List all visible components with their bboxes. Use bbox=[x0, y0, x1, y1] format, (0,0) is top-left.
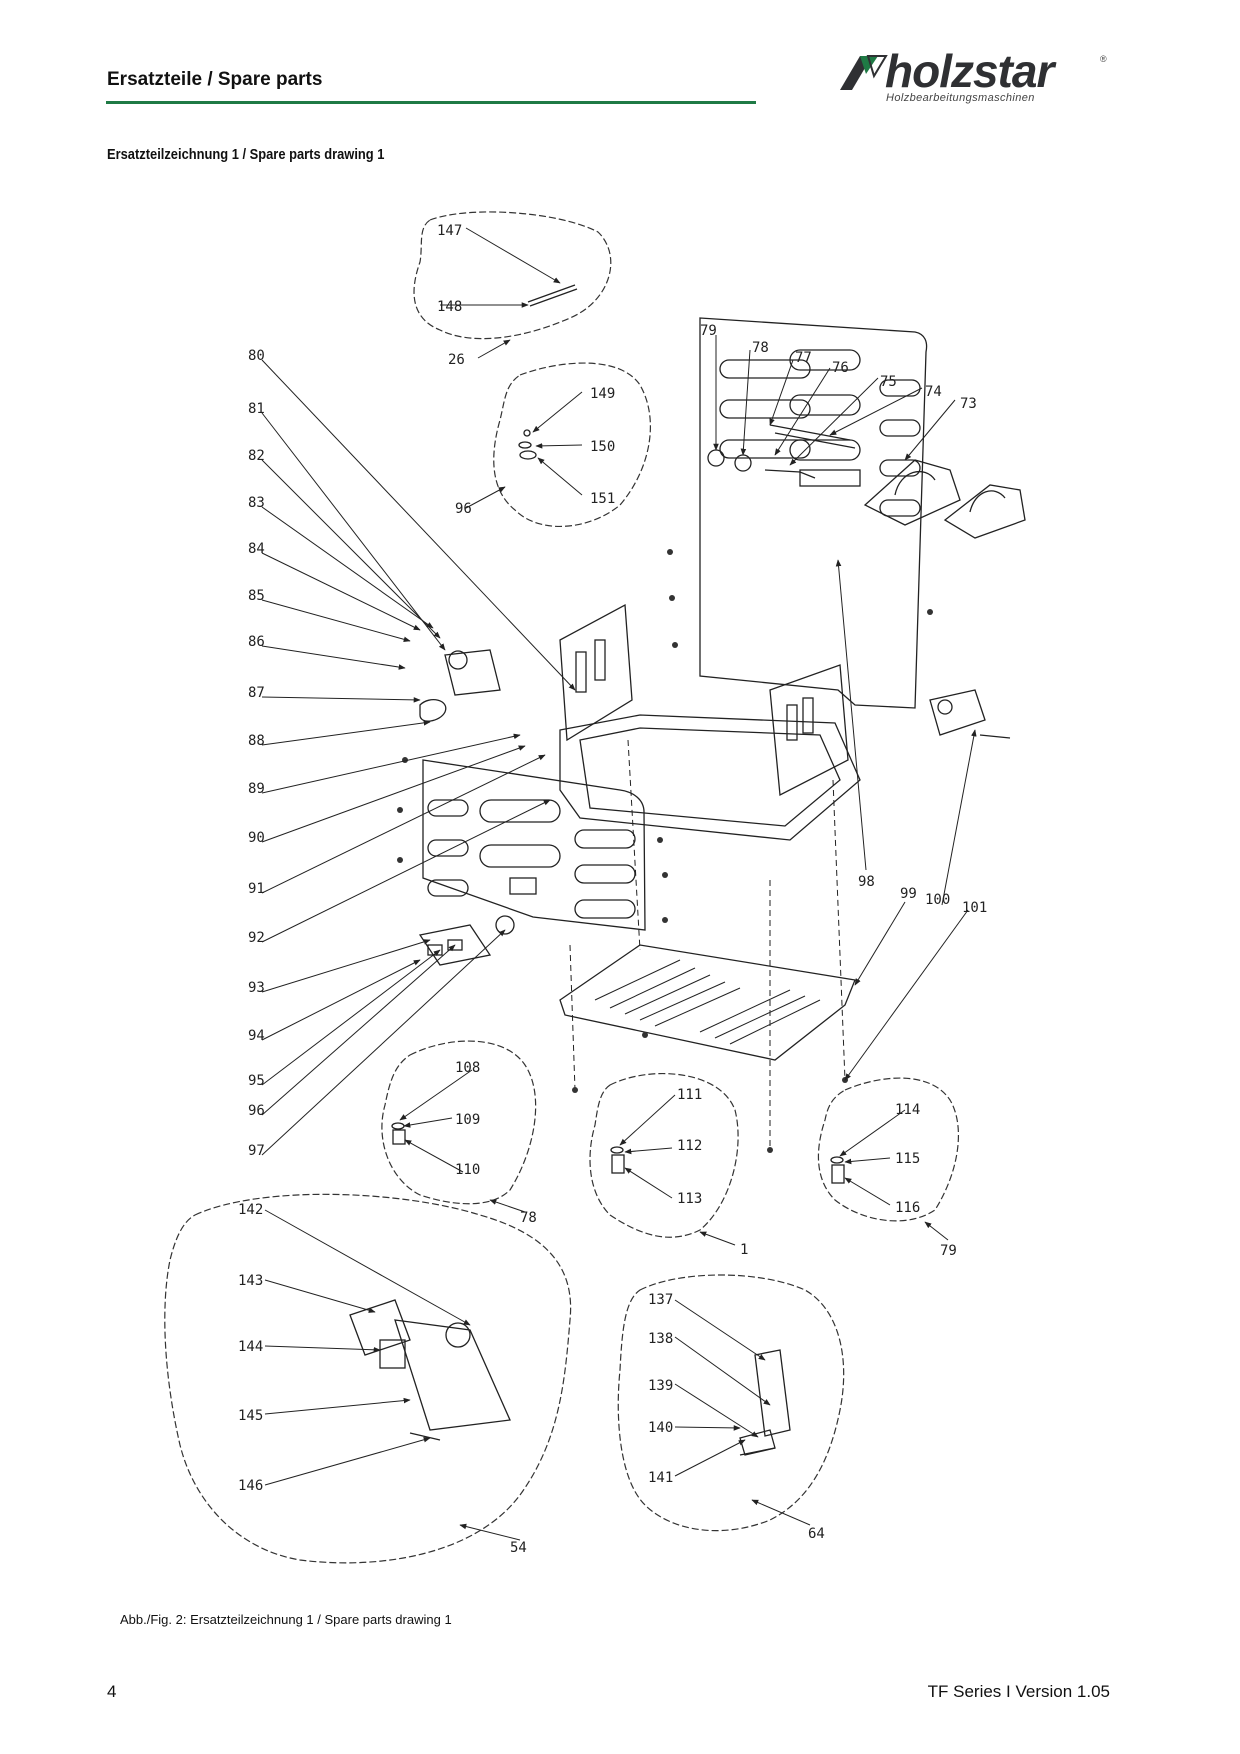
logo-wordmark: holzstar bbox=[885, 45, 1054, 97]
part-label: 140 bbox=[648, 1420, 673, 1436]
handle-left bbox=[863, 459, 961, 526]
part-label: 92 bbox=[248, 930, 265, 946]
part-label: 75 bbox=[880, 374, 897, 390]
front-panel bbox=[422, 759, 646, 931]
part-label: 79 bbox=[940, 1243, 957, 1259]
part-label: 80 bbox=[248, 348, 265, 364]
right-plate bbox=[769, 664, 849, 797]
part-label: 93 bbox=[248, 980, 265, 996]
part-label: 88 bbox=[248, 733, 265, 749]
part-label: 138 bbox=[648, 1331, 673, 1347]
part-label: 82 bbox=[248, 448, 265, 464]
part-label: 112 bbox=[677, 1138, 702, 1154]
lock-unit bbox=[929, 689, 986, 736]
part-label: 90 bbox=[248, 830, 265, 846]
base-frame bbox=[559, 714, 861, 841]
left-plate bbox=[559, 603, 633, 742]
part-label: 142 bbox=[238, 1202, 263, 1218]
part-label: 98 bbox=[858, 874, 875, 890]
part-label: 137 bbox=[648, 1292, 673, 1308]
motor-unit bbox=[444, 649, 501, 696]
part-label: 77 bbox=[795, 350, 812, 366]
part-label: 114 bbox=[895, 1102, 920, 1118]
page-number: 4 bbox=[107, 1682, 117, 1701]
logo-registered-mark: ® bbox=[1100, 54, 1107, 64]
detail-parts bbox=[349, 284, 845, 1456]
bubble-78 bbox=[381, 1040, 537, 1205]
cabinet-assembly bbox=[397, 317, 1026, 1153]
part-label: 100 bbox=[925, 892, 950, 908]
part-label: 1 bbox=[740, 1242, 748, 1258]
version-label: TF Series I Version 1.05 bbox=[927, 1682, 1110, 1701]
part-label: 85 bbox=[248, 588, 265, 604]
part-label: 149 bbox=[590, 386, 615, 402]
part-label: 151 bbox=[590, 491, 615, 507]
bubble-1 bbox=[589, 1072, 739, 1238]
leader-lines bbox=[261, 227, 977, 1541]
part-label: 110 bbox=[455, 1162, 480, 1178]
part-label: 91 bbox=[248, 881, 265, 897]
bubble-96 bbox=[493, 362, 651, 527]
bubble-64 bbox=[617, 1274, 845, 1532]
part-label: 96 bbox=[248, 1103, 265, 1119]
part-label: 101 bbox=[962, 900, 987, 916]
part-label: 87 bbox=[248, 685, 265, 701]
part-label: 97 bbox=[248, 1143, 265, 1159]
part-label: 139 bbox=[648, 1378, 673, 1394]
part-label: 94 bbox=[248, 1028, 265, 1044]
part-label: 78 bbox=[752, 340, 769, 356]
part-label: 115 bbox=[895, 1151, 920, 1167]
part-label: 89 bbox=[248, 781, 265, 797]
part-label: 86 bbox=[248, 634, 265, 650]
part-label: 109 bbox=[455, 1112, 480, 1128]
part-label: 83 bbox=[248, 495, 265, 511]
header-rule bbox=[106, 101, 756, 104]
part-label: 96 bbox=[455, 501, 472, 517]
part-label: 146 bbox=[238, 1478, 263, 1494]
part-label: 74 bbox=[925, 384, 942, 400]
spare-parts-drawing: 147 148 26 149 150 151 96 79 78 77 76 75… bbox=[164, 211, 1026, 1564]
logo-mark-icon bbox=[840, 55, 888, 90]
figure-caption: Abb./Fig. 2: Ersatzteilzeichnung 1 / Spa… bbox=[120, 1612, 452, 1627]
part-label: 26 bbox=[448, 352, 465, 368]
part-label: 79 bbox=[700, 323, 717, 339]
part-label: 143 bbox=[238, 1273, 263, 1289]
part-label: 148 bbox=[437, 299, 462, 315]
bubble-79 bbox=[817, 1077, 959, 1222]
part-label: 54 bbox=[510, 1540, 527, 1556]
part-label: 113 bbox=[677, 1191, 702, 1207]
drawing-title: Ersatzteilzeichnung 1 / Spare parts draw… bbox=[107, 146, 385, 163]
part-label: 141 bbox=[648, 1470, 673, 1486]
logo-subtitle: Holzbearbeitungsmaschinen bbox=[886, 92, 1035, 104]
holzstar-logo: holzstar ® Holzbearbeitungsmaschinen bbox=[838, 45, 1116, 108]
part-label: 78 bbox=[520, 1210, 537, 1226]
rear-panel bbox=[699, 317, 928, 709]
part-label: 99 bbox=[900, 886, 917, 902]
part-labels: 147 148 26 149 150 151 96 79 78 77 76 75… bbox=[238, 223, 987, 1556]
part-label: 108 bbox=[455, 1060, 480, 1076]
detail-bubbles bbox=[164, 211, 959, 1564]
part-label: 150 bbox=[590, 439, 615, 455]
section-title: Ersatzteile / Spare parts bbox=[107, 69, 323, 90]
part-label: 147 bbox=[437, 223, 462, 239]
bubble-26 bbox=[413, 211, 612, 340]
part-label: 144 bbox=[238, 1339, 263, 1355]
part-label: 84 bbox=[248, 541, 265, 557]
part-label: 73 bbox=[960, 396, 977, 412]
part-label: 111 bbox=[677, 1087, 702, 1103]
bubble-54 bbox=[164, 1193, 572, 1564]
part-label: 76 bbox=[832, 360, 849, 376]
handle-right bbox=[943, 484, 1026, 539]
part-label: 81 bbox=[248, 401, 265, 417]
part-label: 64 bbox=[808, 1526, 825, 1542]
part-label: 116 bbox=[895, 1200, 920, 1216]
part-label: 95 bbox=[248, 1073, 265, 1089]
part-label: 145 bbox=[238, 1408, 263, 1424]
